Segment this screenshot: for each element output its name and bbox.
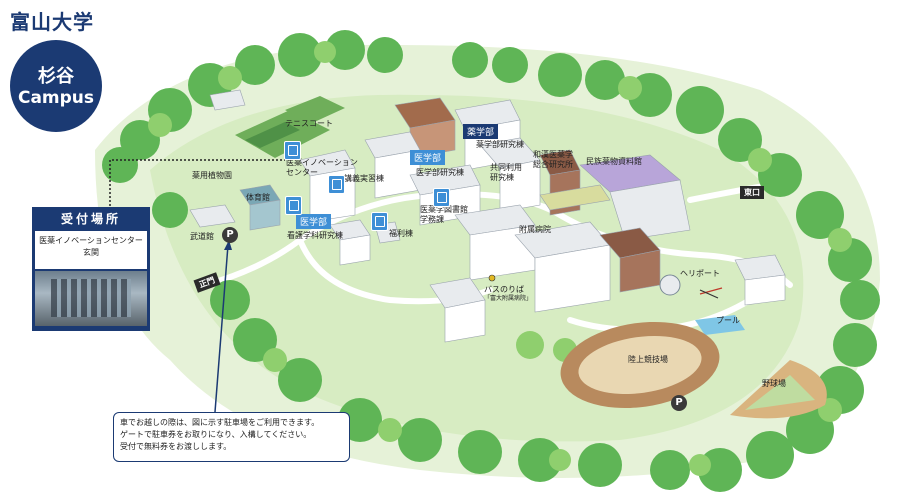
parking-icon[interactable]: P (222, 227, 238, 243)
label-hospital: 附属病院 (519, 225, 551, 234)
reception-photo (35, 271, 147, 326)
notice-line-2: ゲートで駐車券をお取りになり、入構してください。 (120, 430, 312, 439)
label-gym: 体育館 (246, 193, 270, 202)
label-nursing: 看護学科研究棟 (287, 231, 343, 240)
label-lecture: 講義実習棟 (344, 174, 384, 183)
label-med-research: 医学部研究棟 (416, 168, 464, 177)
document-icon[interactable] (371, 212, 388, 231)
label-pool: プール (716, 316, 740, 325)
tennis-courts (235, 96, 345, 158)
pool-shape (695, 315, 745, 335)
reception-body: 医薬イノベーションセンター 玄関 (35, 231, 147, 269)
label-innovation: 医薬イノベーション センター (286, 158, 358, 177)
tag-medicine-2[interactable]: 医学部 (296, 214, 332, 229)
label-heliport: ヘリポート (680, 269, 720, 278)
label-museum: 民族薬物資料館 (586, 157, 642, 166)
label-wakan: 和漢医薬学 総合研究所 (533, 150, 573, 169)
label-library: 医薬学図書館 学務課 (420, 205, 468, 224)
reception-building: 医薬イノベーションセンター (39, 236, 143, 245)
parking-pointer (214, 244, 229, 413)
parking-icon[interactable]: P (671, 395, 687, 411)
tag-medicine-1[interactable]: 医学部 (410, 150, 446, 165)
reception-heading: 受付場所 (60, 212, 121, 226)
label-budokan: 武道館 (190, 232, 214, 241)
document-icon[interactable] (284, 141, 301, 160)
document-icon[interactable] (328, 175, 345, 194)
label-track: 陸上競技場 (628, 355, 668, 364)
campus-name: 杉谷 (38, 66, 74, 87)
notice-line-3: 受付で無料券をお渡しします。 (120, 442, 232, 451)
label-welfare: 福利棟 (389, 229, 413, 238)
university-title: 富山大学 (10, 10, 94, 34)
heliport-pad (659, 274, 681, 296)
east-gate-label: 東口 (740, 186, 764, 199)
label-baseball: 野球場 (762, 379, 786, 388)
document-icon[interactable] (433, 188, 450, 207)
label-pharm-research: 薬学部研究棟 (476, 140, 524, 149)
label-bus-sub: 「富大附属病院」 (484, 295, 533, 302)
notice-line-1: 車でお越しの際は、図に示す駐車場をご利用できます。 (120, 418, 320, 427)
buildings (189, 89, 786, 343)
tag-pharmacy[interactable]: 薬学部 (463, 124, 499, 139)
campus-name-en: Campus (17, 88, 95, 108)
label-bus: バスのりば (484, 285, 524, 294)
campus-badge: 杉谷 Campus (10, 40, 102, 132)
bus-stop-marker (488, 274, 496, 282)
label-joint: 共同利用 研究棟 (490, 163, 522, 182)
reception-pointer (109, 159, 285, 210)
document-icon[interactable] (285, 196, 302, 215)
parking-notice: 車でお越しの際は、図に示す駐車場をご利用できます。 ゲートで駐車券をお取りになり… (113, 412, 350, 462)
reception-entrance: 玄関 (83, 248, 99, 257)
label-botanical: 薬用植物園 (192, 171, 232, 180)
reception-panel: 受付場所 医薬イノベーションセンター 玄関 (32, 207, 150, 331)
label-tennis: テニスコート (285, 119, 333, 128)
